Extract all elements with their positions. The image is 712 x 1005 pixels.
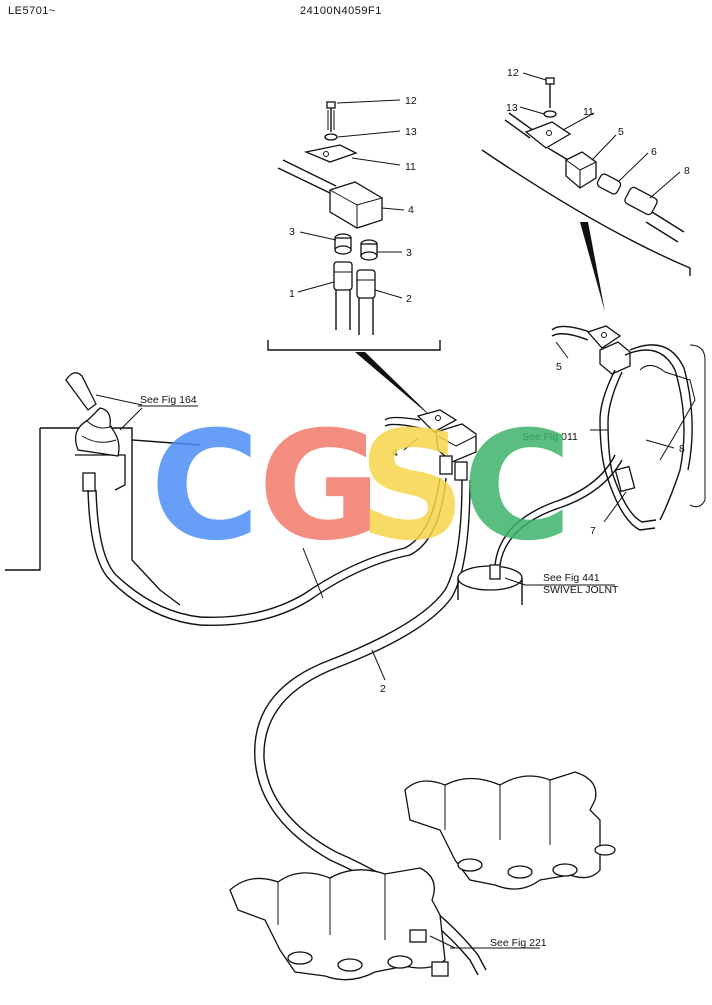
- watermark-letter-c1: C: [150, 400, 260, 574]
- callout-right-6: 6: [651, 146, 657, 158]
- watermark-letter-s: S: [358, 400, 466, 574]
- callout-right-5: 5: [618, 126, 624, 138]
- callout-main-7: 7: [590, 525, 596, 537]
- inset-right: [481, 72, 691, 276]
- inset-pointer-center: [355, 352, 435, 420]
- central-block: [384, 409, 477, 481]
- callout-12: 12: [405, 95, 417, 107]
- ref-see-fig-221: See Fig 221: [490, 937, 547, 949]
- inset-pointer-right: [580, 222, 605, 312]
- ref-see-fig-011: See Fig 011: [522, 431, 578, 443]
- callout-main-4: 4: [392, 447, 398, 459]
- callout-3-left: 3: [289, 226, 295, 238]
- inset-center: [267, 99, 441, 351]
- watermark-letter-c2: C: [462, 400, 572, 574]
- callout-main-5: 5: [556, 361, 562, 373]
- callout-right-8: 8: [684, 165, 690, 177]
- callout-13: 13: [405, 126, 417, 138]
- control-valve-lower: [229, 867, 540, 981]
- ref-swivel-joint: SWIVEL JOLNT: [543, 584, 619, 596]
- callout-2: 2: [406, 293, 412, 305]
- header-drawing-number: 24100N4059F1: [300, 5, 382, 17]
- ref-see-fig-441: See Fig 441: [543, 572, 600, 584]
- callout-main-8: 8: [679, 443, 685, 455]
- joystick-console: [5, 372, 201, 606]
- callout-right-13: 13: [506, 102, 518, 114]
- callout-3-right: 3: [406, 247, 412, 259]
- control-valve-upper: [404, 771, 616, 890]
- callout-11: 11: [405, 161, 416, 173]
- callout-4: 4: [408, 204, 414, 216]
- callout-main-2: 2: [380, 683, 386, 695]
- callout-right-12: 12: [507, 67, 519, 79]
- right-assembly: [551, 325, 706, 531]
- watermark-cgsc: C G S C: [150, 400, 572, 574]
- ref-see-fig-164: See Fig 164: [140, 394, 197, 406]
- callout-right-11: 11: [583, 106, 594, 118]
- header-left-code: LE5701~: [8, 5, 56, 17]
- watermark-letter-g: G: [258, 400, 381, 574]
- callout-1: 1: [289, 288, 295, 300]
